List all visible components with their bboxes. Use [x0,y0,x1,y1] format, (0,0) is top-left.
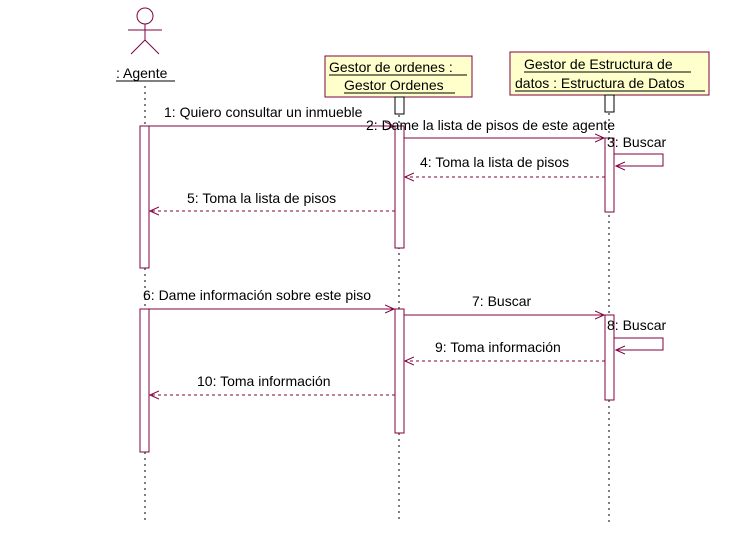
message-8-label: 8: Buscar [607,317,666,333]
object-label-line2: datos : Estructura de Datos [515,75,685,91]
object-label-line1: Gestor de Estructura de [524,56,673,72]
message-3-self-arrow [614,153,664,166]
activation-bar [139,125,150,269]
object-box [324,55,473,98]
activation-bar [604,94,615,113]
actor-label: : Agente [116,65,168,81]
message-7-label: 7: Buscar [472,293,531,309]
activation-bar [604,314,615,401]
message-1-label: 1: Quiero consultar un inmueble [164,104,363,120]
object-gestor-estructura-datos[interactable]: Gestor de Estructura de datos : Estructu… [509,51,710,96]
message-10-label: 10: Toma información [197,373,331,389]
activation-bar [394,308,405,434]
object-label-line1: Gestor de ordenes : [329,59,453,75]
message-6-label: 6: Dame información sobre este piso [143,287,371,303]
object-gestor-ordenes[interactable]: Gestor de ordenes : Gestor Ordenes [324,55,473,98]
activation-bar [394,125,405,249]
message-3-label: 3: Buscar [607,134,666,150]
activation-bar [139,308,150,453]
actor-agente[interactable]: : Agente [116,7,175,82]
message-9-label: 9: Toma información [435,339,561,355]
message-4-label: 4: Toma la lista de pisos [420,154,569,170]
activation-bar [604,137,615,213]
message-8-self-arrow [614,337,664,350]
activation-bar [394,96,405,115]
object-label-line2: Gestor Ordenes [344,77,444,93]
message-5-label: 5: Toma la lista de pisos [187,190,336,206]
message-2-label: 2: Dame la lista de pisos de este agente [366,117,615,133]
stick-figure-icon [128,7,162,55]
